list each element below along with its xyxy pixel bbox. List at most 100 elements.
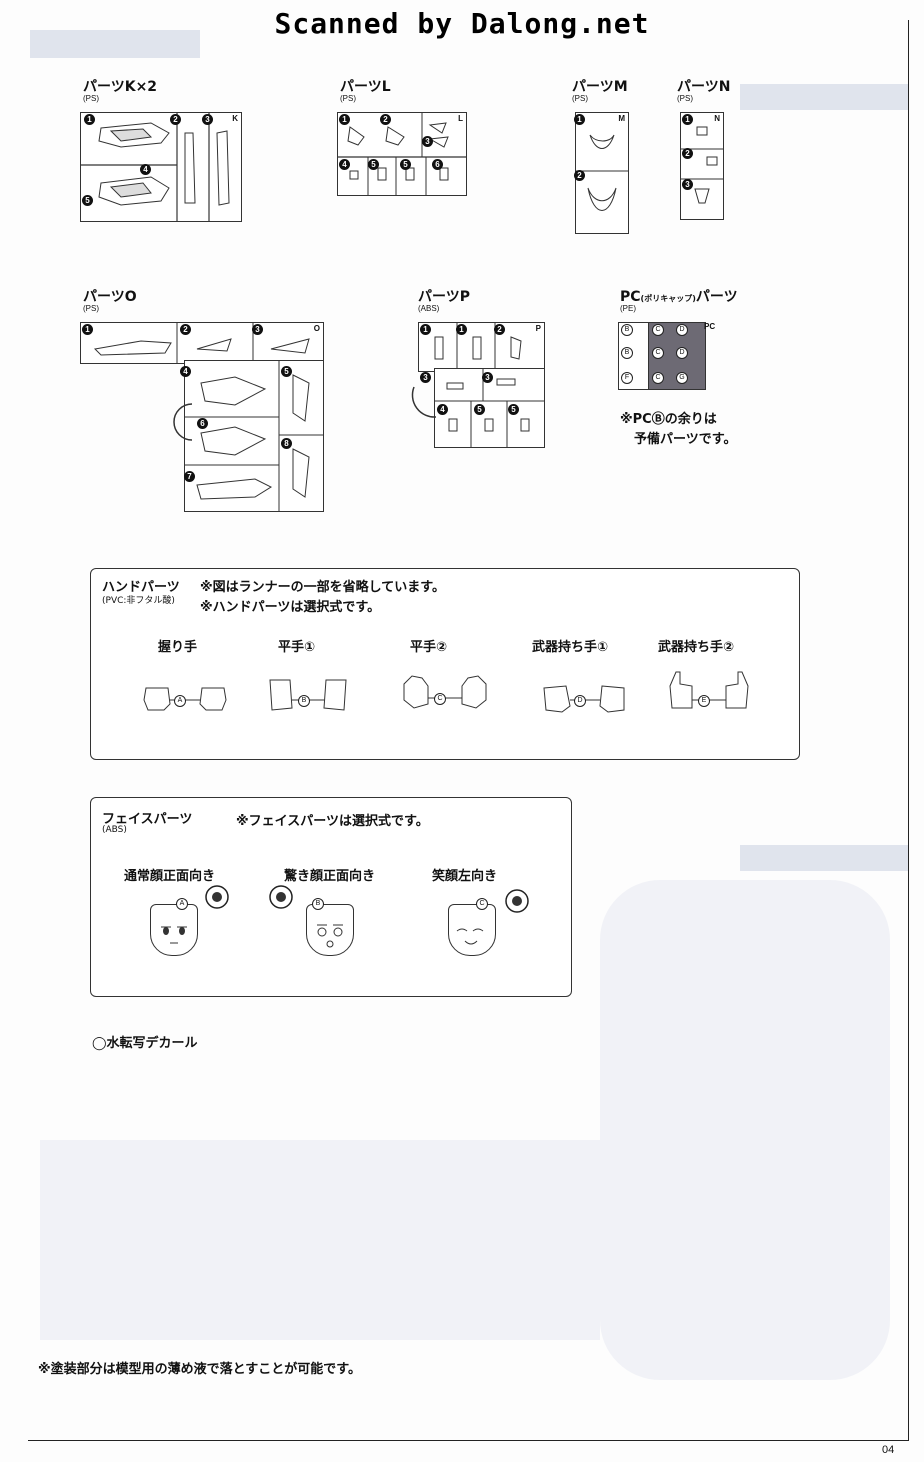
part-n-runner-drawing xyxy=(681,126,723,204)
pc-title-sub: (ポリキャップ) xyxy=(640,294,696,303)
face-smile-icon xyxy=(456,928,484,945)
face-surprised-pin-icon xyxy=(269,885,293,909)
part-o-runner-arc xyxy=(173,403,193,441)
face-parts-note: ※フェイスパーツは選択式です。 xyxy=(236,814,429,829)
show-through-header xyxy=(30,30,200,58)
face-label-normal: 通常顔正面向き xyxy=(124,869,216,884)
part-o-num-3: 3 xyxy=(252,324,263,335)
part-k-num-1: 1 xyxy=(84,114,95,125)
part-l-num-6: 6 xyxy=(432,159,443,170)
part-p-runner-bottom-drawing xyxy=(435,369,544,447)
face-surprised-letter: B xyxy=(312,898,324,910)
face-parts-title: フェイスパーツ xyxy=(102,812,193,827)
face-normal-letter: A xyxy=(176,898,188,910)
hand-open2-letter: C xyxy=(434,693,446,705)
part-m-runner-drawing xyxy=(576,134,628,211)
pc-material: (PE) xyxy=(620,304,636,313)
pc-runner-letter: PC xyxy=(704,322,716,331)
pc-label-b1: B xyxy=(621,324,633,336)
part-l-num-2: 2 xyxy=(380,114,391,125)
part-p-runner-top-drawing xyxy=(434,323,522,371)
show-through-header-right xyxy=(740,84,908,110)
part-k-material: (PS) xyxy=(83,94,99,103)
hand-label-weapon1: 武器持ち手① xyxy=(532,640,609,655)
pc-label-c2: C xyxy=(652,347,664,359)
decal-label: ◯水転写デカール xyxy=(92,1036,198,1051)
hand-weapon2-letter: E xyxy=(698,695,710,707)
pc-label-c3: C xyxy=(652,372,664,384)
part-o-num-7: 7 xyxy=(184,471,195,482)
part-l-title: パーツL xyxy=(340,79,391,95)
part-l-num-3: 3 xyxy=(422,136,433,147)
show-through-header-mid xyxy=(740,845,908,871)
pc-label-d1: D xyxy=(676,324,688,336)
part-o-letter: O xyxy=(313,324,320,333)
part-k-letter: K xyxy=(232,114,238,123)
pc-label-d2: D xyxy=(676,347,688,359)
part-l-runner: L xyxy=(337,112,467,196)
part-k-num-5: 5 xyxy=(82,195,93,206)
part-o-title: パーツO xyxy=(83,289,137,305)
part-o-runner-top: O xyxy=(80,322,324,364)
hand-parts-box xyxy=(90,568,800,760)
part-p-num-1b: 1 xyxy=(456,324,467,335)
pc-title: PC(ポリキャップ)パーツ xyxy=(620,286,738,306)
part-m-num-1: 1 xyxy=(574,114,585,125)
part-k-num-3: 3 xyxy=(202,114,213,125)
face-smile-pin-icon xyxy=(505,889,529,913)
part-o-num-4: 4 xyxy=(180,366,191,377)
part-p-material: (ABS) xyxy=(418,304,440,313)
part-o-runner-bottom-drawing xyxy=(185,361,323,511)
hand-weapon1: D xyxy=(540,680,630,716)
part-o-num-1: 1 xyxy=(82,324,93,335)
part-m-material: (PS) xyxy=(572,94,588,103)
part-o-material: (PS) xyxy=(83,304,99,313)
part-p-runner-bottom xyxy=(434,368,545,448)
hand-weapon2-icon xyxy=(669,671,749,709)
hand-label-open1: 平手① xyxy=(278,640,316,655)
show-through-figure xyxy=(600,880,890,1380)
pc-label-g: G xyxy=(676,372,688,384)
part-n-letter: N xyxy=(714,114,720,123)
part-n-num-2: 2 xyxy=(682,148,693,159)
hand-parts-note2: ※ハンドパーツは選択式です。 xyxy=(200,600,381,615)
hand-parts-title: ハンドパーツ xyxy=(102,580,180,595)
part-k-runner: K xyxy=(80,112,242,222)
pc-label-c1: C xyxy=(652,324,664,336)
part-p-num-4: 4 xyxy=(437,404,448,415)
part-k-title: パーツK×2 xyxy=(83,79,158,95)
pc-note-line2: 予備パーツです。 xyxy=(634,432,737,447)
face-label-smile: 笑顔左向き xyxy=(432,869,498,884)
part-l-num-1: 1 xyxy=(339,114,350,125)
pc-label-f: F xyxy=(621,372,633,384)
part-o-runner-bottom xyxy=(184,360,324,512)
face-smile-letter: C xyxy=(476,898,488,910)
hand-open2-icon xyxy=(403,675,487,709)
part-n-runner: N xyxy=(680,112,724,220)
part-m-letter: M xyxy=(618,114,625,123)
hand-weapon2: E xyxy=(664,668,754,709)
page-number: 04 xyxy=(882,1444,895,1456)
part-p-letter: P xyxy=(535,324,541,333)
part-l-letter: L xyxy=(458,114,463,123)
part-l-num-5a: 5 xyxy=(368,159,379,170)
part-p-num-5a: 5 xyxy=(474,404,485,415)
hand-open1: B xyxy=(264,676,354,712)
scan-credit: Scanned by Dalong.net xyxy=(274,7,650,40)
part-l-material: (PS) xyxy=(340,94,356,103)
page-frame xyxy=(28,20,909,1441)
footer-note: ※塗装部分は模型用の薄め液で落とすことが可能です。 xyxy=(38,1362,361,1377)
part-k-num-2: 2 xyxy=(170,114,181,125)
hand-grip-icon xyxy=(143,687,227,711)
part-m-title: パーツM xyxy=(572,79,628,95)
hand-open1-letter: B xyxy=(298,695,310,707)
part-n-material: (PS) xyxy=(677,94,693,103)
pc-note-line1: ※PCⒷの余りは xyxy=(620,412,717,427)
pc-label-b2: B xyxy=(621,347,633,359)
part-p-num-1a: 1 xyxy=(420,324,431,335)
part-l-num-5b: 5 xyxy=(400,159,411,170)
part-l-runner-drawing xyxy=(338,113,466,195)
hand-weapon1-letter: D xyxy=(574,695,586,707)
part-o-num-5: 5 xyxy=(281,366,292,377)
hand-open1-icon xyxy=(269,679,347,711)
